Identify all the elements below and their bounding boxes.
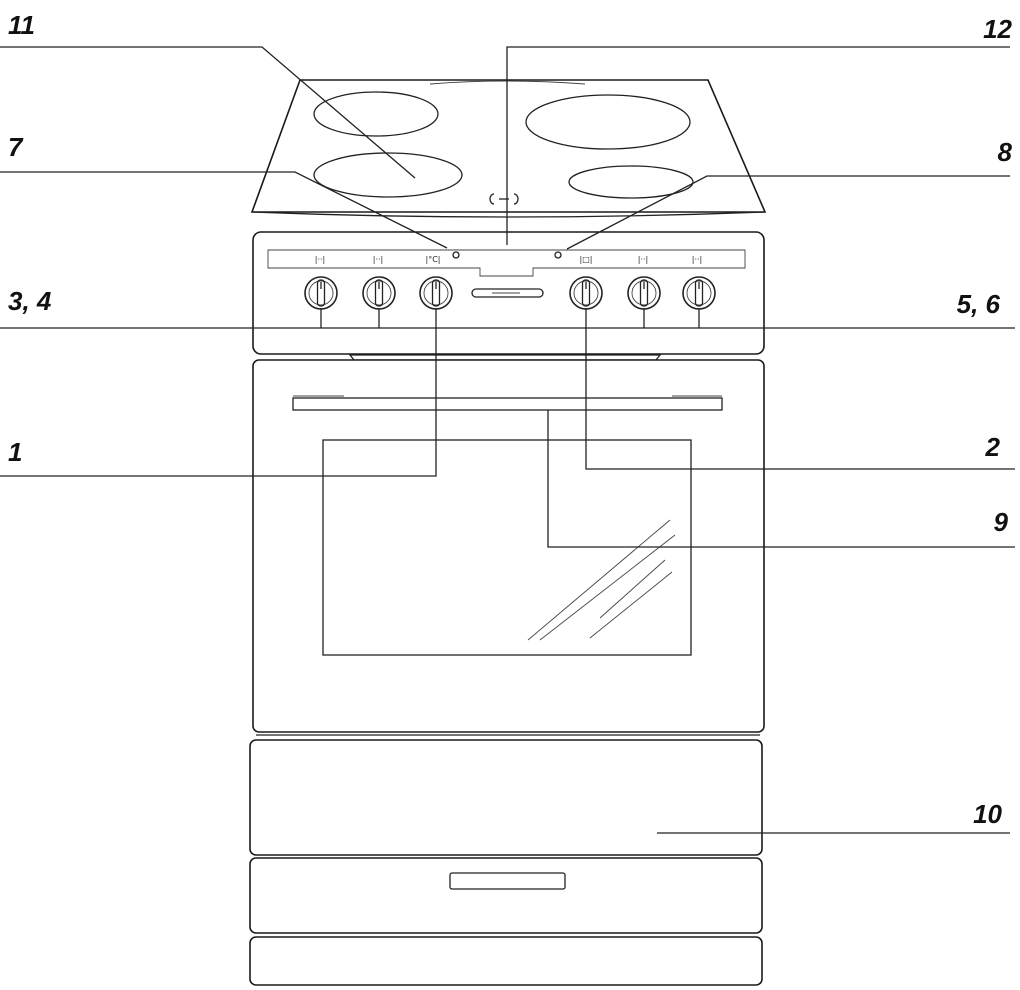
panel-symbol-2: |··| bbox=[373, 255, 383, 264]
callout-3-4: 3, 4 bbox=[8, 286, 52, 316]
hotplate-front-right bbox=[568, 165, 694, 199]
hotplate-rear-right bbox=[525, 94, 691, 150]
hotplate-front-left bbox=[313, 152, 463, 198]
hotplate-knob-2[interactable] bbox=[362, 276, 396, 310]
callout-7: 7 bbox=[8, 132, 24, 162]
plinth bbox=[249, 936, 763, 986]
callout-2: 2 bbox=[985, 432, 1001, 462]
hotplate-rear-left bbox=[313, 91, 439, 137]
callout-8: 8 bbox=[998, 137, 1013, 167]
panel-symbol-4: |□| bbox=[580, 255, 593, 264]
panel-symbol-1: |··| bbox=[315, 255, 325, 264]
leader-lines bbox=[0, 46, 1015, 834]
callout-10: 10 bbox=[973, 799, 1002, 829]
oven-door-handle[interactable] bbox=[292, 395, 723, 411]
callout-11: 11 bbox=[8, 10, 35, 40]
panel-symbol-6: |··| bbox=[692, 255, 702, 264]
indicator-light-right bbox=[554, 251, 562, 259]
drawer-handle[interactable] bbox=[449, 872, 566, 890]
callout-labels: 11 12 7 8 3, 4 5, 6 1 2 9 10 bbox=[8, 10, 1013, 829]
callout-9: 9 bbox=[994, 507, 1009, 537]
hotplate-knob-4[interactable] bbox=[682, 276, 716, 310]
panel-slot bbox=[471, 288, 544, 298]
indicator-light-left bbox=[452, 251, 460, 259]
callout-5-6: 5, 6 bbox=[957, 289, 1001, 319]
callout-1: 1 bbox=[8, 437, 22, 467]
hob bbox=[250, 79, 767, 218]
oven-window bbox=[322, 439, 692, 656]
panel-symbol-5: |··| bbox=[638, 255, 648, 264]
storage-drawer[interactable] bbox=[249, 739, 763, 856]
oven bbox=[252, 359, 765, 736]
control-panel: |··| |··| |°C| |□| |··| |··| bbox=[252, 231, 765, 361]
callout-12: 12 bbox=[983, 14, 1012, 44]
panel-symbol-3: |°C| bbox=[426, 255, 441, 264]
bottom-drawer[interactable] bbox=[249, 857, 763, 934]
